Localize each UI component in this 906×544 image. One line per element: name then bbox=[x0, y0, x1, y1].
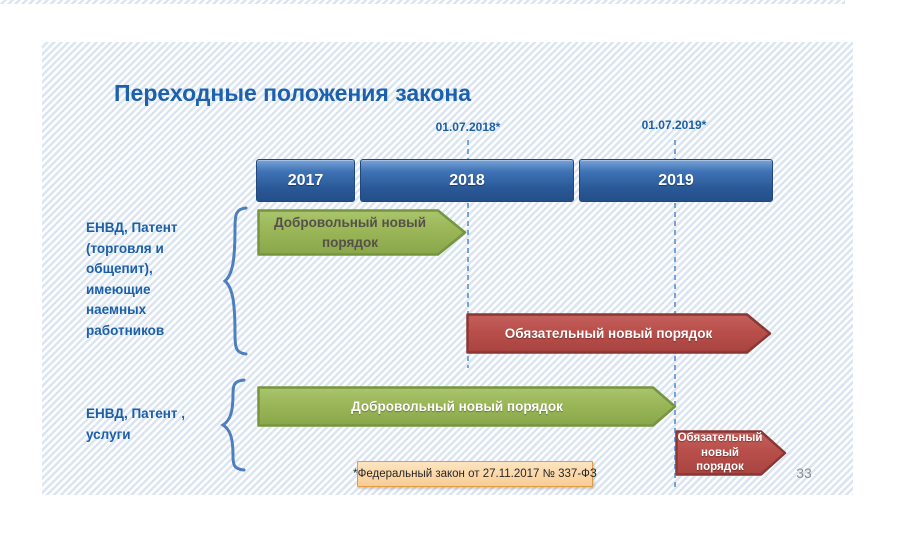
milestone-date-01-07-2018: 01.07.2018* bbox=[435, 120, 501, 134]
year-bar-2018: 2018 bbox=[360, 159, 574, 202]
presentation-slide: Переходные положения закона 01.07.2018* … bbox=[42, 42, 853, 495]
curly-brace-icon bbox=[222, 206, 248, 356]
milestone-date-01-07-2019: 01.07.2019* bbox=[641, 118, 707, 132]
group1-label: ЕНВД, Патент (торговля и общепит), имеющ… bbox=[86, 220, 178, 338]
dashed-line-2018 bbox=[467, 140, 469, 368]
arrow-label: Добровольный новый порядок bbox=[273, 214, 427, 250]
footnote-box: *Федеральный закон от 27.11.2017 № 337-Ф… bbox=[353, 461, 597, 487]
group2-mandatory-arrow: Обязательный новый порядок bbox=[675, 430, 787, 476]
arrow-label: Добровольный новый порядок bbox=[351, 399, 563, 414]
year-label: 2018 bbox=[449, 171, 485, 189]
curly-brace-icon bbox=[220, 378, 246, 472]
right-arrow-shape bbox=[257, 386, 677, 427]
group2-voluntary-arrow: Добровольный новый порядок bbox=[257, 386, 677, 427]
arrow-label: Обязательный новый порядок bbox=[504, 326, 713, 341]
group1-mandatory-arrow: Обязательный новый порядок bbox=[466, 313, 772, 354]
group2-label: ЕНВД, Патент , услуги bbox=[86, 406, 186, 442]
year-label: 2017 bbox=[287, 171, 324, 189]
group1-voluntary-arrow: Добровольный новый порядок bbox=[257, 209, 467, 256]
right-arrow-shape bbox=[466, 313, 772, 354]
slide-title: Переходные положения закона bbox=[114, 80, 472, 106]
right-arrow-shape bbox=[257, 209, 467, 256]
page-number: 33 bbox=[796, 465, 812, 481]
year-label: 2019 bbox=[658, 171, 694, 189]
year-bar-2017: 2017 bbox=[256, 159, 355, 202]
arrow-label: Обязательный новый порядок bbox=[677, 431, 763, 474]
top-edge-strip bbox=[0, 0, 845, 4]
right-arrow-shape bbox=[675, 430, 787, 476]
year-bar-2019: 2019 bbox=[579, 159, 773, 202]
